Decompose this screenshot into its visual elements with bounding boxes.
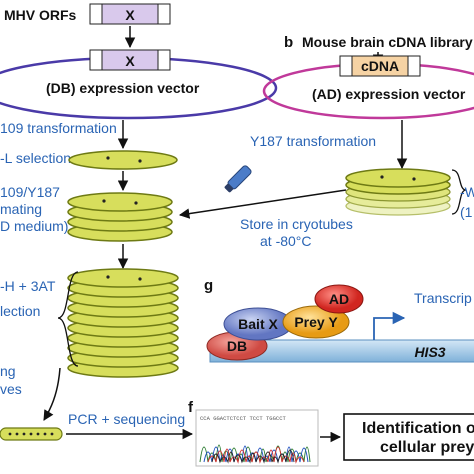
prey-y-protein: Prey Y xyxy=(282,305,350,339)
arrow-right-to-mating xyxy=(178,189,347,219)
bait-x-protein: Bait X xyxy=(223,307,293,341)
his3-label: HIS3 xyxy=(414,344,445,360)
selection-right-label: -W xyxy=(460,184,474,200)
ad-vector-label: (AD) expression vector xyxy=(312,86,466,102)
mating-label-2: mating xyxy=(0,201,42,217)
transformation-right-label: Y187 transformation xyxy=(250,133,376,149)
chromatogram-text: CCA GGACTCTCCT TCCT TGGCCT xyxy=(200,415,287,422)
mating-plates xyxy=(67,192,173,242)
db-vector-label: (DB) expression vector xyxy=(46,80,200,96)
store-label-1: Store in cryotubes xyxy=(240,216,353,232)
his-selection-plates xyxy=(67,268,179,378)
mating-label-1: 109/Y187 xyxy=(0,184,60,200)
prey-label: Prey Y xyxy=(294,314,338,330)
mating-label-3: D medium) xyxy=(0,218,68,234)
colony-strip xyxy=(0,427,63,441)
selection-left-label: -L selection xyxy=(0,150,71,166)
plates-w-selection xyxy=(345,168,451,216)
db-vector-insert: X xyxy=(125,53,135,69)
picking-label-1: ng xyxy=(0,363,16,379)
result-label-2: cellular preys xyxy=(380,439,474,456)
right-stack-brace xyxy=(451,169,467,215)
ad-label: AD xyxy=(329,291,349,307)
result-box: Identification of cellular preys xyxy=(343,413,474,461)
his3-reporter: HIS3 xyxy=(209,339,474,363)
result-label-1: Identification of xyxy=(362,420,474,437)
pcr-label: PCR + sequencing xyxy=(68,411,185,427)
orf-box: X xyxy=(89,3,171,25)
bait-label: Bait X xyxy=(238,316,278,332)
plate-l-selection xyxy=(68,150,178,170)
orf-symbol: X xyxy=(125,7,135,23)
transcription-label: Transcrip xyxy=(414,290,472,306)
db-label: DB xyxy=(227,338,247,354)
selection-right-sub: (1 xyxy=(460,204,473,220)
cryotube-icon xyxy=(224,165,252,193)
ad-domain: AD xyxy=(314,284,364,314)
chromatogram: CCA GGACTCTCCT TCCT TGGCCT xyxy=(195,409,319,467)
store-label-2: at -80°C xyxy=(260,233,312,249)
library-title: Mouse brain cDNA library xyxy=(302,34,473,50)
plate-stack-brace xyxy=(57,271,79,367)
panel-g: g xyxy=(204,277,213,294)
transformation-left-label: 109 transformation xyxy=(0,120,117,136)
cdna-label: cDNA xyxy=(361,58,399,74)
panel-f: f xyxy=(188,399,194,416)
his-label-1: -H + 3AT xyxy=(0,278,56,294)
transcription-arrow xyxy=(373,311,406,340)
picking-label-2: ves xyxy=(0,381,22,397)
db-vector: X (DB) expression vector xyxy=(0,49,278,120)
his-label-2: lection xyxy=(0,303,40,319)
ad-vector: cDNA (AD) expression vector xyxy=(262,55,474,120)
panel-b: b xyxy=(284,34,293,51)
arrow-to-colonies xyxy=(43,367,61,421)
orfs-label: MHV ORFs xyxy=(4,7,77,23)
